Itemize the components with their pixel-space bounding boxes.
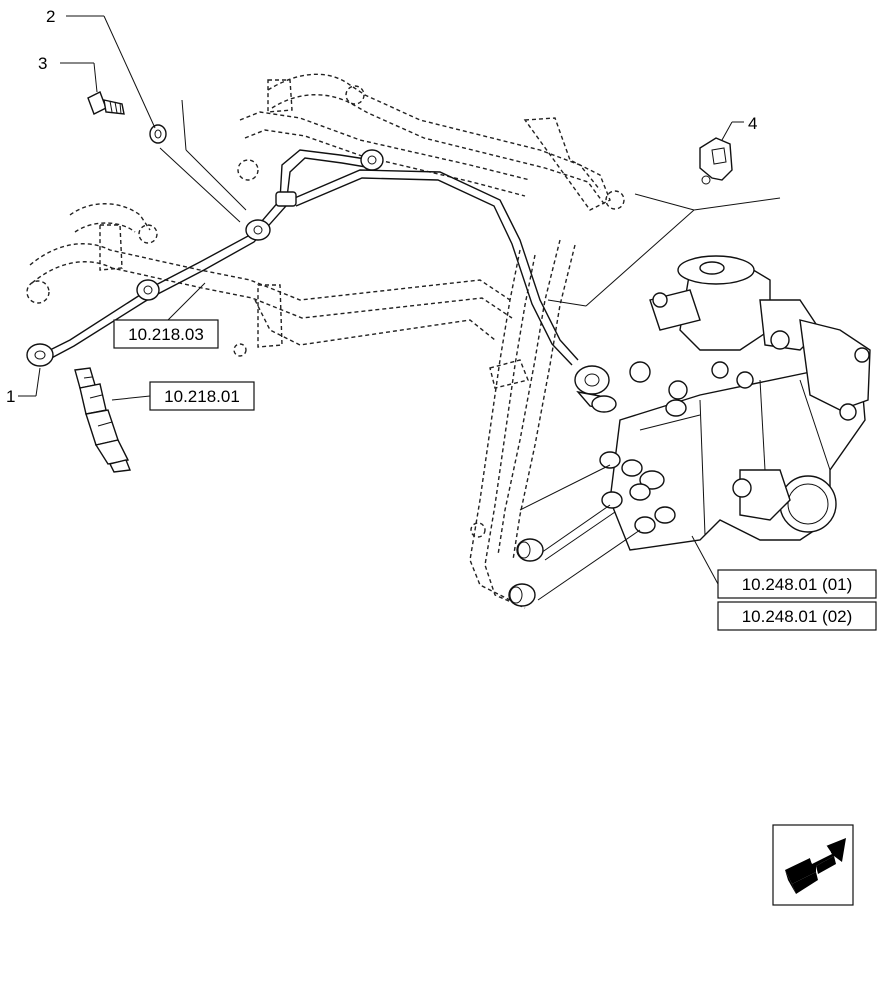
injector xyxy=(74,367,131,473)
sealing-washer xyxy=(149,124,167,144)
banjo-fitting xyxy=(26,343,54,367)
ref-10-218-03[interactable]: 10.218.03 xyxy=(113,319,219,349)
injection-pump xyxy=(599,255,871,551)
fuel-return-line xyxy=(26,149,617,413)
ref-10-248-01-02-label: 10.248.01 (02) xyxy=(742,607,853,626)
ref-10-218-01-label: 10.218.01 xyxy=(164,387,240,406)
callout-4: 4 xyxy=(748,114,757,133)
callout-2: 2 xyxy=(46,7,55,26)
pipe-clip xyxy=(699,137,733,185)
ref-10-248-01-01[interactable]: 10.248.01 (01) xyxy=(717,569,877,599)
banjo-bolt xyxy=(87,91,125,115)
ref-10-248-01-02[interactable]: 10.248.01 (02) xyxy=(717,601,877,631)
ref-10-248-01-01-label: 10.248.01 (01) xyxy=(742,575,853,594)
pump-outlet-pipes xyxy=(508,464,641,607)
next-page-arrow-icon[interactable] xyxy=(772,824,854,906)
callout-numbers: 2 3 4 1 xyxy=(6,7,757,406)
ref-10-218-01[interactable]: 10.218.01 xyxy=(149,381,255,411)
ref-10-218-03-label: 10.218.03 xyxy=(128,325,204,344)
callout-1: 1 xyxy=(6,387,15,406)
banjo-fitting xyxy=(245,219,271,241)
banjo-fitting xyxy=(136,279,160,301)
banjo-fitting xyxy=(360,149,384,171)
callout-3: 3 xyxy=(38,54,47,73)
phantom-injector-lines xyxy=(26,73,625,609)
leader-lines xyxy=(18,15,781,585)
return-line-fitting xyxy=(574,365,610,395)
